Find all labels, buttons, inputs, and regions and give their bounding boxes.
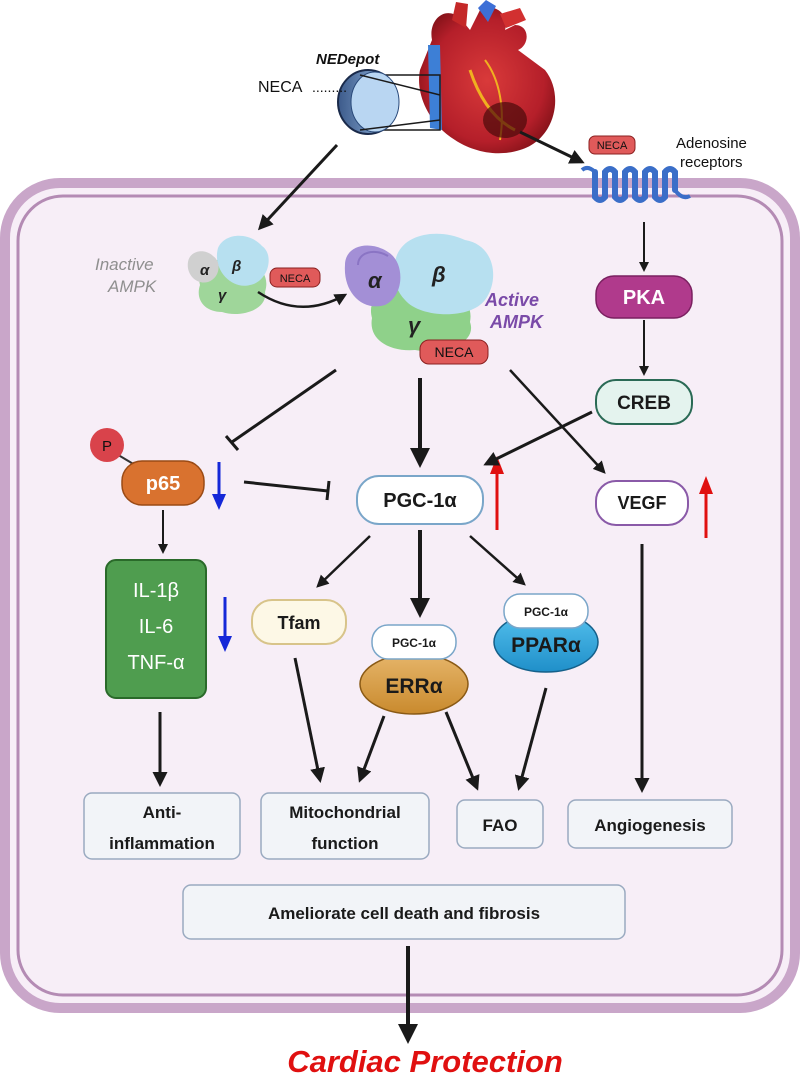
neca-dots: ......... — [312, 79, 347, 95]
svg-text:IL-1β: IL-1β — [133, 580, 179, 602]
inactive-label-2: AMPK — [107, 277, 157, 296]
svg-text:p65: p65 — [146, 473, 180, 495]
inactive-label-1: Inactive — [95, 255, 154, 274]
cytokines-node: IL-1β IL-6 TNF-α — [105, 559, 207, 699]
inhibitions — [224, 368, 337, 501]
svg-text:P: P — [102, 438, 112, 455]
svg-text:ERRα: ERRα — [385, 675, 442, 698]
angiogenesis-box: Angiogenesis — [567, 799, 733, 849]
svg-text:PKA: PKA — [623, 287, 665, 309]
fao-box: FAO — [456, 799, 544, 849]
active-label-1: Active — [484, 290, 539, 310]
svg-text:PPARα: PPARα — [511, 634, 581, 657]
arrow-inactive-to-active — [257, 290, 348, 308]
svg-text:NECA: NECA — [280, 273, 311, 285]
inactive-ampk-icon — [187, 235, 269, 314]
tfam-node: Tfam — [251, 599, 347, 645]
heart-icon — [419, 0, 556, 154]
ameliorate-box: Ameliorate cell death and fibrosis — [182, 884, 626, 940]
svg-text:Anti-: Anti- — [143, 803, 182, 822]
svg-text:PGC-1α: PGC-1α — [392, 636, 437, 650]
neca-source-label: NECA — [258, 79, 303, 96]
active-alpha: α — [368, 268, 383, 293]
neca-tag-floating: NECA — [269, 267, 321, 288]
mitochondrial-box: Mitochondrial function — [260, 792, 430, 860]
active-beta: β — [431, 262, 446, 287]
ppara-node: PPARα PGC-1α — [493, 593, 599, 673]
svg-text:PGC-1α: PGC-1α — [524, 605, 569, 619]
svg-text:IL-6: IL-6 — [139, 616, 173, 638]
svg-text:Tfam: Tfam — [277, 613, 320, 633]
active-ampk-icon — [344, 233, 494, 352]
anti-inflammation-box: Anti- inflammation — [83, 792, 241, 860]
erra-node: ERRα PGC-1α — [359, 624, 469, 715]
cardiac-protection-title: Cardiac Protection — [287, 1044, 563, 1079]
adenosine-label-2: receptors — [680, 154, 743, 171]
neca-tag-receptor: NECA — [588, 135, 636, 155]
svg-text:function: function — [311, 834, 378, 853]
svg-text:NECA: NECA — [597, 140, 628, 152]
vegf-node: VEGF — [595, 480, 689, 526]
arrows — [152, 130, 650, 1044]
svg-text:Angiogenesis: Angiogenesis — [594, 816, 705, 835]
svg-text:Mitochondrial: Mitochondrial — [289, 803, 400, 822]
svg-text:FAO: FAO — [483, 816, 518, 835]
inactive-beta: β — [231, 258, 241, 275]
pka-node: PKA — [595, 275, 693, 319]
svg-text:TNF-α: TNF-α — [127, 652, 184, 674]
svg-text:inflammation: inflammation — [109, 834, 215, 853]
creb-node: CREB — [595, 379, 693, 425]
p65-node: P p65 — [90, 428, 205, 506]
active-gamma: γ — [408, 313, 422, 338]
svg-text:NECA: NECA — [435, 344, 475, 360]
pgc1a-node: PGC-1α — [356, 475, 484, 525]
nedepot-icon — [337, 69, 441, 135]
svg-text:VEGF: VEGF — [617, 493, 666, 513]
adenosine-receptor-icon — [580, 165, 691, 203]
active-label-2: AMPK — [489, 312, 545, 332]
svg-text:Ameliorate cell death and fibr: Ameliorate cell death and fibrosis — [268, 904, 540, 923]
adenosine-label-1: Adenosine — [676, 135, 747, 152]
neca-tag-active: NECA — [419, 339, 489, 365]
svg-text:CREB: CREB — [617, 393, 671, 414]
inactive-gamma: γ — [218, 287, 228, 304]
svg-text:PGC-1α: PGC-1α — [383, 490, 457, 512]
inactive-alpha: α — [200, 262, 210, 279]
nedepot-label: NEDepot — [316, 51, 380, 68]
